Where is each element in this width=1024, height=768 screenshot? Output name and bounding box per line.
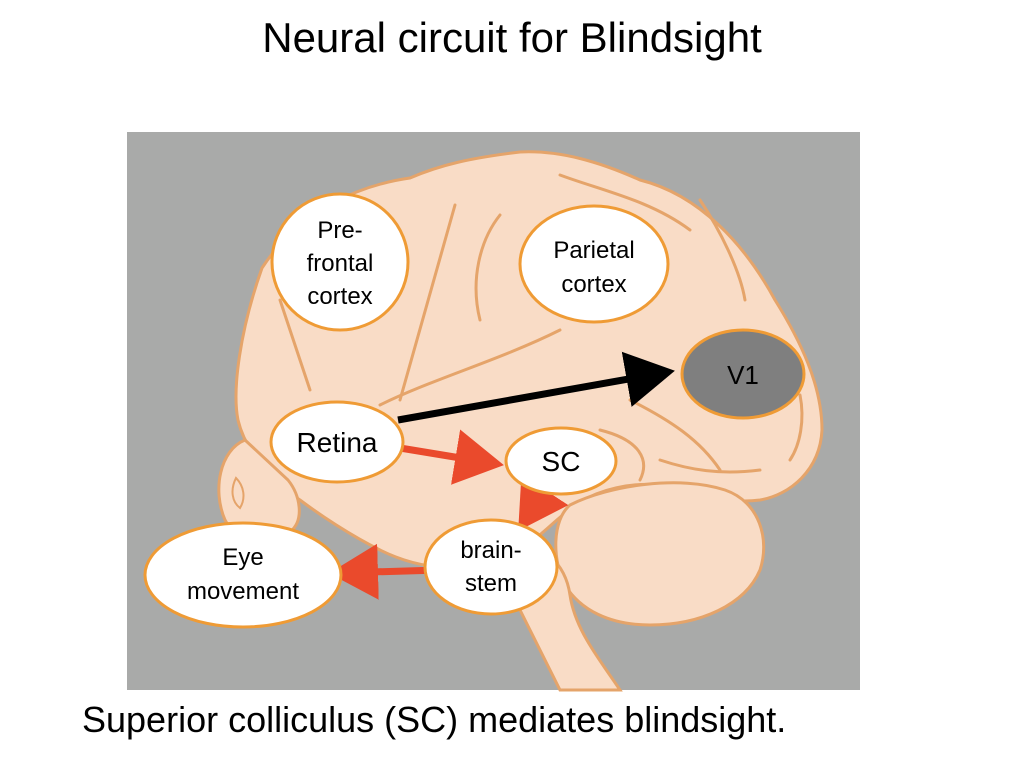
node-sc-label: SC — [542, 446, 581, 477]
node-parietal-line-2: cortex — [561, 271, 626, 298]
node-brainstem: brain- stem — [423, 518, 559, 616]
node-parietal-line-1: Parietal — [553, 237, 634, 264]
node-v1-label: V1 — [727, 360, 759, 390]
node-eye-movement: Eye movement — [143, 521, 343, 629]
diagram-caption: Superior colliculus (SC) mediates blinds… — [82, 699, 787, 740]
node-prefrontal-line-1: Pre- — [317, 217, 362, 244]
brain-cerebellum — [554, 481, 766, 627]
arrow-retina-to-v1 — [397, 351, 675, 424]
node-eye-line-2: movement — [187, 578, 299, 605]
brain-temporal-fold — [231, 476, 245, 510]
node-retina: Retina — [269, 400, 405, 484]
node-sc: SC — [504, 426, 618, 496]
brain-sulci — [278, 173, 804, 482]
node-prefrontal-line-2: frontal — [307, 250, 374, 277]
node-parietal-cortex: Parietal cortex — [518, 204, 670, 324]
node-eye-line-1: Eye — [222, 544, 263, 571]
arrow-brainstem-to-eye — [329, 543, 441, 600]
node-retina-label: Retina — [297, 427, 378, 458]
node-brainstem-line-2: stem — [465, 570, 517, 597]
node-prefrontal-cortex: Pre- frontal cortex — [270, 192, 410, 332]
node-prefrontal-line-3: cortex — [307, 283, 372, 310]
node-v1: V1 — [680, 328, 806, 420]
page-title: Neural circuit for Blindsight — [262, 14, 762, 61]
node-brainstem-line-1: brain- — [460, 537, 521, 564]
arrow-retina-to-sc — [399, 429, 504, 485]
